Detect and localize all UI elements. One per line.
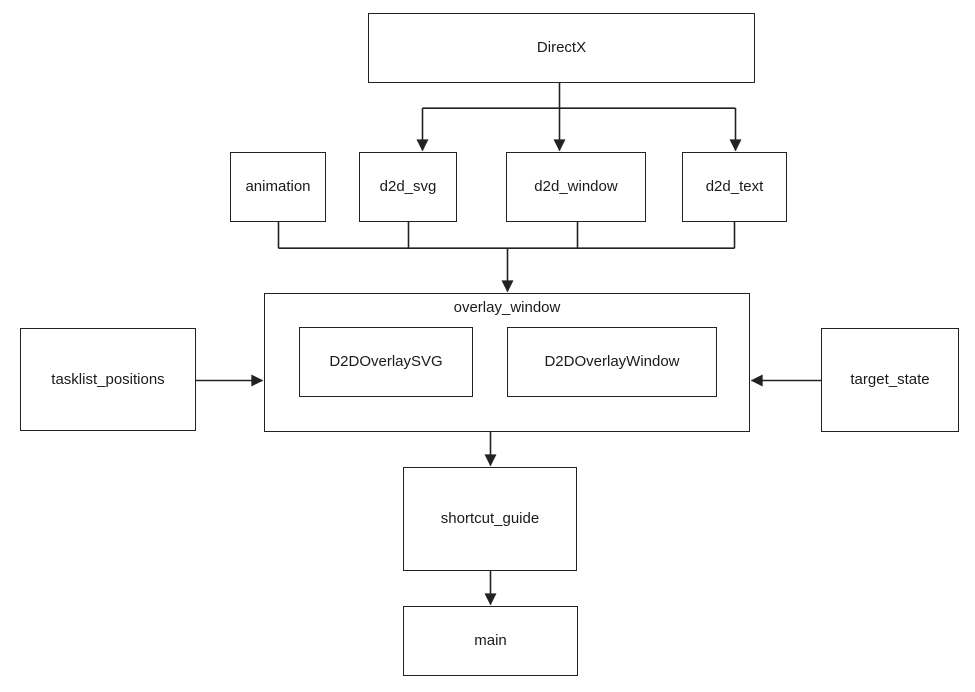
- node-d2d-overlay-svg-label: D2DOverlaySVG: [329, 353, 443, 370]
- node-animation-label: animation: [245, 178, 311, 195]
- node-d2d-overlay-window: D2DOverlayWindow: [507, 327, 717, 397]
- node-d2d-svg: d2d_svg: [359, 152, 457, 222]
- node-main: main: [403, 606, 578, 676]
- node-d2d-overlay-svg: D2DOverlaySVG: [299, 327, 473, 397]
- node-tasklist-positions-label: tasklist_positions: [51, 370, 165, 388]
- node-directx-label: DirectX: [536, 39, 587, 56]
- node-overlay-window-label: overlay_window: [453, 299, 561, 316]
- node-d2d-window-label: d2d_window: [534, 178, 618, 195]
- node-tasklist-positions: tasklist_positions: [20, 328, 196, 431]
- node-main-label: main: [474, 632, 507, 649]
- node-d2d-svg-label: d2d_svg: [379, 178, 437, 195]
- node-directx: DirectX: [368, 13, 755, 83]
- node-d2d-overlay-window-label: D2DOverlayWindow: [544, 353, 680, 370]
- node-target-state: target_state: [821, 328, 959, 432]
- node-d2d-text-label: d2d_text: [705, 178, 764, 195]
- node-shortcut-guide: shortcut_guide: [403, 467, 577, 571]
- node-d2d-text: d2d_text: [682, 152, 787, 222]
- node-target-state-label: target_state: [850, 371, 930, 388]
- node-d2d-window: d2d_window: [506, 152, 646, 222]
- node-shortcut-guide-label: shortcut_guide: [440, 510, 540, 527]
- node-animation: animation: [230, 152, 326, 222]
- node-overlay-window: overlay_window: [264, 293, 750, 432]
